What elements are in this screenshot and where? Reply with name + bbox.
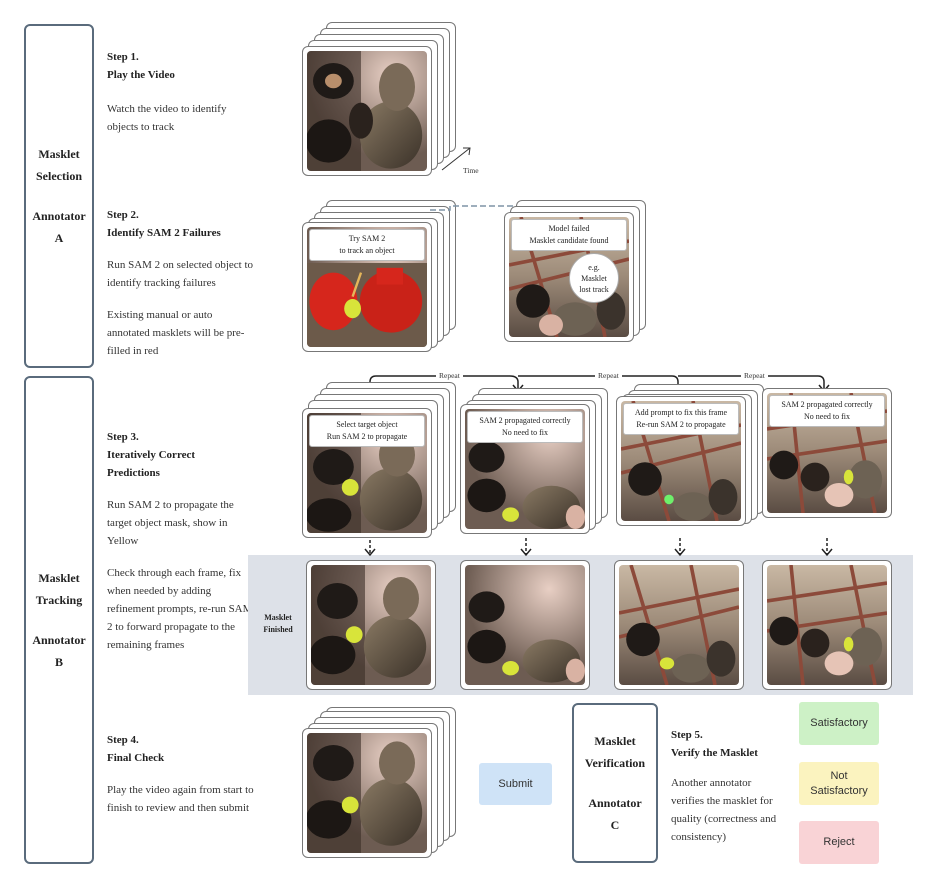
try-sam2-caption-l2: to track an object — [339, 246, 395, 255]
step4-title: Final Check — [107, 752, 165, 764]
video-frame-select-target: Select target object Run SAM 2 to propag… — [302, 408, 432, 538]
propagated-2-caption-l1: SAM 2 propagated correctly — [781, 400, 873, 409]
step4-text: Step 4. Final Check Play the video again… — [107, 731, 257, 817]
step2-title: Identify SAM 2 Failures — [107, 227, 221, 239]
bells-photo — [311, 565, 431, 685]
satisfactory-button[interactable]: Satisfactory — [799, 702, 879, 745]
step1-body: Watch the video to identify objects to t… — [107, 103, 227, 133]
step1-text: Step 1. Play the Video Watch the video t… — [107, 48, 257, 136]
repeat-label-2: Repeat — [595, 371, 622, 380]
select-target-caption-l2: Run SAM 2 to propagate — [326, 432, 408, 441]
video-frame-add-prompt: Add prompt to fix this frame Re-run SAM … — [616, 396, 746, 526]
role-selection-line1: Masklet — [38, 147, 80, 161]
step4-body: Play the video again from start to finis… — [107, 784, 254, 814]
role-selection-line2: Selection — [36, 169, 82, 183]
down-arrows — [364, 538, 833, 557]
step5-text: Step 5. Verify the Masklet Another annot… — [671, 726, 781, 846]
role-tracking-line4: B — [54, 655, 63, 669]
not-satisfactory-line2: Satisfactory — [810, 784, 868, 797]
role-verification-line3: Annotator — [588, 796, 642, 810]
role-tracking-line2: Tracking — [35, 593, 83, 607]
model-failed-caption: Model failed Masklet candidate found — [511, 219, 627, 251]
video-frame-step1 — [302, 46, 432, 176]
bells-hand-photo — [767, 565, 887, 685]
step3-body1: Run SAM 2 to propagate the target object… — [107, 499, 234, 547]
try-sam2-caption-l1: Try SAM 2 — [348, 234, 386, 243]
step3-text: Step 3. Iteratively Correct Predictions … — [107, 428, 257, 654]
video-frame-final-check — [302, 728, 432, 858]
step2-number: Step 2. — [107, 209, 139, 221]
not-satisfactory-button[interactable]: Not Satisfactory — [799, 762, 879, 805]
propagated-2-caption-l2: No need to fix — [804, 412, 850, 421]
step3-title1: Iteratively Correct — [107, 449, 196, 461]
time-arrow — [441, 147, 471, 171]
video-frame-propagated-2: SAM 2 propagated correctly No need to fi… — [762, 388, 892, 518]
repeat-label-1: Repeat — [436, 371, 463, 380]
dashed-connector — [430, 205, 515, 211]
not-satisfactory-line1: Not — [830, 769, 848, 782]
finished-frame-3 — [614, 560, 744, 690]
step3-number: Step 3. — [107, 431, 139, 443]
role-tracking-line3: Annotator — [32, 633, 86, 647]
finished-frame-2 — [460, 560, 590, 690]
bells-grid-photo — [619, 565, 739, 685]
select-target-caption-l1: Select target object — [336, 420, 398, 429]
video-frame-propagated-1: SAM 2 propagated correctly No need to fi… — [460, 404, 590, 534]
add-prompt-caption-l2: Re-run SAM 2 to propagate — [636, 420, 726, 429]
bells-photo — [465, 409, 585, 529]
role-verification-line2: Verification — [584, 756, 646, 770]
step2-body1: Run SAM 2 on selected object to identify… — [107, 259, 254, 289]
reject-button[interactable]: Reject — [799, 821, 879, 864]
propagated-1-caption-l2: No need to fix — [502, 428, 548, 437]
finished-frame-1 — [306, 560, 436, 690]
bells-photo — [307, 51, 427, 171]
lost-track-note-l3: lost track — [579, 284, 609, 294]
step4-number: Step 4. — [107, 734, 139, 746]
lost-track-note: e.g. Masklet lost track — [569, 253, 619, 303]
propagated-1-caption-l1: SAM 2 propagated correctly — [479, 416, 571, 425]
bells-photo — [307, 733, 427, 853]
model-failed-caption-l1: Model failed — [548, 224, 590, 233]
repeat-label-3: Repeat — [741, 371, 768, 380]
step5-body: Another annotator verifies the masklet f… — [671, 777, 777, 843]
role-selection-line4: A — [54, 231, 64, 245]
finished-frame-4 — [762, 560, 892, 690]
masklet-finished-label: Masklet Finished — [258, 612, 298, 636]
lost-track-note-l1: e.g. — [588, 262, 600, 272]
video-frame-try-sam2: Try SAM 2 to track an object — [302, 222, 432, 352]
step3-body2: Check through each frame, fix when neede… — [107, 567, 253, 651]
propagated-1-caption: SAM 2 propagated correctly No need to fi… — [467, 411, 583, 443]
masklet-finished-line1: Masklet — [264, 613, 292, 622]
step1-title: Play the Video — [107, 69, 175, 81]
add-prompt-caption-l1: Add prompt to fix this frame — [634, 408, 728, 417]
role-tracking-line1: Masklet — [38, 571, 80, 585]
lost-track-note-l2: Masklet — [581, 273, 607, 283]
step3-title2: Predictions — [107, 467, 160, 479]
step2-body2: Existing manual or auto annotated maskle… — [107, 309, 245, 357]
propagated-2-caption: SAM 2 propagated correctly No need to fi… — [769, 395, 885, 427]
step5-number: Step 5. — [671, 729, 703, 741]
step5-title: Verify the Masklet — [671, 747, 758, 759]
add-prompt-caption: Add prompt to fix this frame Re-run SAM … — [623, 403, 739, 435]
step2-text: Step 2. Identify SAM 2 Failures Run SAM … — [107, 206, 257, 360]
role-verification-line1: Masklet — [594, 734, 636, 748]
step1-number: Step 1. — [107, 51, 139, 63]
model-failed-caption-l2: Masklet candidate found — [529, 236, 609, 245]
video-frame-model-failed: Model failed Masklet candidate found e.g… — [504, 212, 634, 342]
role-masklet-tracking: Masklet Tracking Annotator B — [24, 376, 94, 864]
time-label: Time — [463, 166, 479, 175]
try-sam2-caption: Try SAM 2 to track an object — [309, 229, 425, 261]
role-masklet-verification: Masklet Verification Annotator C — [572, 703, 658, 863]
role-masklet-selection: Masklet Selection Annotator A — [24, 24, 94, 368]
submit-button[interactable]: Submit — [479, 763, 552, 805]
masklet-finished-line2: Finished — [263, 625, 293, 634]
bells-photo — [465, 565, 585, 685]
select-target-caption: Select target object Run SAM 2 to propag… — [309, 415, 425, 447]
role-verification-line4: C — [610, 818, 620, 832]
role-selection-line3: Annotator — [32, 209, 86, 223]
